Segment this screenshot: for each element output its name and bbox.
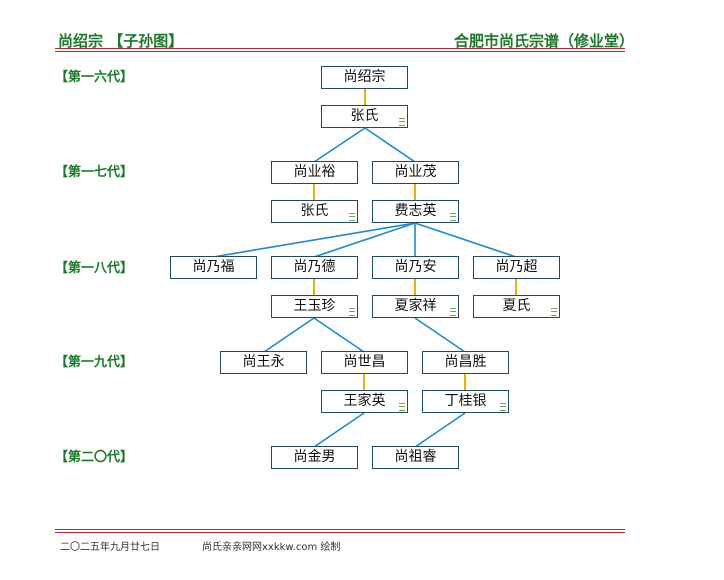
person-shang-shaozong[interactable]: 尚绍宗	[321, 66, 408, 89]
descent-line-shichang	[313, 317, 365, 353]
footer-rule-top	[55, 529, 625, 530]
spouse-marker-icon	[349, 308, 355, 316]
descent-line-naifu	[212, 222, 416, 258]
spouse-marker-icon	[450, 213, 456, 221]
spouse-wang-yuzhen[interactable]: 王玉珍	[271, 295, 358, 318]
descent-line-yemao	[364, 127, 416, 163]
person-shang-naian[interactable]: 尚乃安	[372, 256, 459, 279]
generation-label-17: 【第一七代】	[55, 165, 134, 180]
person-shang-yeyu[interactable]: 尚业裕	[271, 161, 358, 184]
spouse-marker-icon	[450, 308, 456, 316]
header-left-title: 尚绍宗 【子孙图】	[58, 32, 184, 50]
descent-line-wangyong	[263, 317, 315, 353]
descent-line-naide	[313, 222, 416, 258]
person-shang-wangyong[interactable]: 尚王永	[220, 351, 307, 374]
footer-date: 二〇二五年九月廿七日	[60, 542, 160, 553]
person-shang-changsheng[interactable]: 尚昌胜	[422, 351, 509, 374]
spouse-zhang-shi-17[interactable]: 张氏	[271, 200, 358, 223]
person-shang-naichao[interactable]: 尚乃超	[473, 256, 560, 279]
footer-rule-bottom	[55, 532, 625, 533]
footer-credit: 尚氏亲亲网网xxkkw.com 绘制	[202, 542, 341, 553]
person-shang-naifu[interactable]: 尚乃福	[170, 256, 257, 279]
spouse-marker-icon	[500, 403, 506, 411]
spouse-marker-icon	[399, 118, 405, 126]
spouse-fei-zhiying[interactable]: 费志英	[372, 200, 459, 223]
header-rule-top	[55, 48, 625, 49]
person-shang-naide[interactable]: 尚乃德	[271, 256, 358, 279]
generation-label-19: 【第一九代】	[55, 355, 134, 370]
generation-label-16: 【第一六代】	[55, 70, 134, 85]
spouse-zhang-shi-16[interactable]: 张氏	[321, 105, 408, 128]
header-right-title: 合肥市尚氏宗谱（修业堂）	[453, 32, 634, 50]
spouse-marker-icon	[551, 308, 557, 316]
person-shang-yemao[interactable]: 尚业茂	[372, 161, 459, 184]
descent-line-naichao	[414, 222, 517, 258]
descent-line-jinnan	[313, 412, 365, 448]
spouse-ding-guiyin[interactable]: 丁桂银	[422, 390, 509, 413]
person-shang-shichang[interactable]: 尚世昌	[321, 351, 408, 374]
descent-line-zurui	[414, 412, 466, 448]
spouse-xia-jiaxiang[interactable]: 夏家祥	[372, 295, 459, 318]
spouse-xia-shi[interactable]: 夏氏	[473, 295, 560, 318]
spouse-wang-jiaying[interactable]: 王家英	[321, 390, 408, 413]
spouse-marker-icon	[399, 403, 405, 411]
descent-line-yeyu	[313, 127, 366, 163]
person-shang-zurui[interactable]: 尚祖睿	[372, 446, 459, 469]
header-rule-bottom	[55, 51, 625, 52]
descent-line-changsheng	[414, 317, 466, 353]
generation-label-20: 【第二〇代】	[55, 450, 134, 465]
generation-label-18: 【第一八代】	[55, 261, 134, 276]
person-shang-jinnan[interactable]: 尚金男	[271, 446, 358, 469]
spouse-marker-icon	[349, 213, 355, 221]
